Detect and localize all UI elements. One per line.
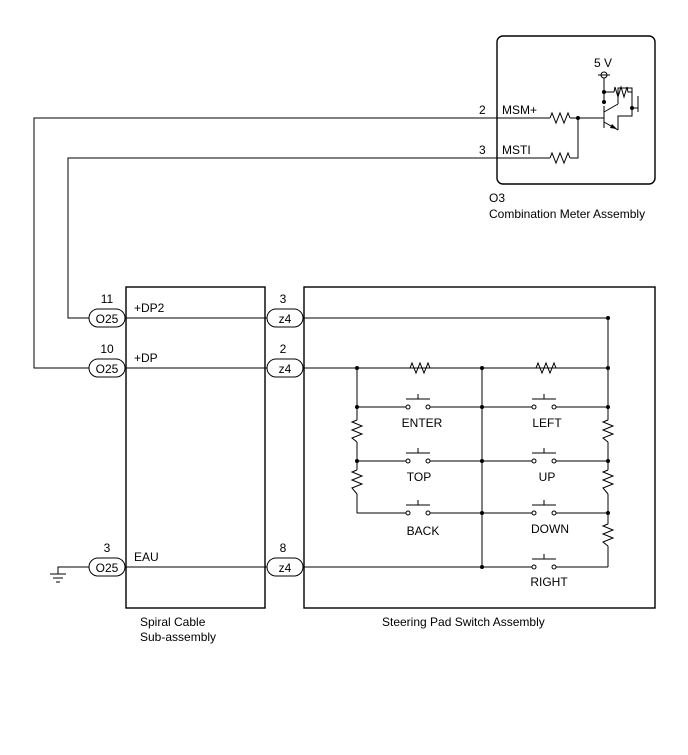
wire-msti-to-dp2 (67, 157, 497, 319)
switch-up (531, 448, 557, 464)
junction-dot (576, 116, 580, 120)
connector-z4-label: z4 (279, 312, 292, 326)
switch-enter (405, 394, 431, 410)
switch-top-label: TOP (407, 470, 431, 484)
ladder-resistor (350, 419, 364, 443)
wire-msm-to-dp (33, 117, 497, 369)
supply-5v-symbol (598, 71, 632, 104)
switch-back-label: BACK (407, 524, 440, 538)
harness-wires (33, 117, 609, 583)
pad-pin-3-number: 3 (280, 292, 287, 306)
steering-pad-box (303, 286, 656, 609)
connector-o25-pin10 (88, 358, 126, 378)
meter-pin-2-number: 2 (479, 103, 486, 117)
transistor-symbol (603, 87, 639, 131)
switch-right-label: RIGHT (530, 575, 568, 589)
ground-icon (50, 573, 66, 583)
switch-enter-label: ENTER (402, 416, 443, 430)
steering-pad-name: Steering Pad Switch Assembly (382, 615, 545, 629)
ladder-resistor (350, 469, 364, 495)
meter-connector-code: O3 (489, 191, 505, 205)
switch-down (531, 500, 557, 516)
ladder-resistor (601, 419, 615, 443)
switch-down-label: DOWN (531, 522, 569, 536)
ladder-resistor (409, 361, 431, 375)
spiral-cable-sub-assembly: O25 O25 O25 11 +DP2 10 +DP 3 EAU Spiral … (88, 286, 266, 644)
switch-up-label: UP (539, 470, 556, 484)
combination-meter-assembly: 5 V 2 MSM+ 3 MSTI O3 Combination Meter A… (479, 35, 656, 221)
connector-z4-pin2 (266, 358, 304, 378)
meter-pin-3-number: 3 (479, 143, 486, 157)
connector-z4-label: z4 (279, 362, 292, 376)
ladder-resistor (601, 469, 615, 495)
wire-eau-ground (57, 566, 90, 574)
connector-o25-label: O25 (96, 561, 119, 575)
wire-dp2-through (122, 317, 609, 368)
msti-resistor (549, 151, 571, 165)
meter-pin-2-signal: MSM+ (502, 103, 537, 117)
spiral-pin-10-signal: +DP (134, 351, 158, 365)
steering-pad-switch-assembly: z4 z4 z4 3 2 8 (266, 286, 656, 629)
msti-internal-wire (497, 118, 579, 159)
switch-top (405, 448, 431, 464)
msm-resistor (549, 111, 571, 125)
spiral-cable-name-line2: Sub-assembly (140, 630, 216, 644)
spiral-pin-3-signal: EAU (134, 550, 159, 564)
pad-pin-2-number: 2 (280, 342, 287, 356)
connector-z4-pin3 (266, 308, 304, 328)
connector-o25-pin11 (88, 308, 126, 328)
connector-o25-label: O25 (96, 312, 119, 326)
spiral-cable-box (125, 286, 266, 609)
spiral-pin-3-number: 3 (104, 541, 111, 555)
connector-o25-pin3 (88, 557, 126, 577)
switch-back (405, 500, 431, 516)
switch-left-label: LEFT (532, 416, 562, 430)
ladder-resistor (535, 361, 557, 375)
spiral-pin-11-signal: +DP2 (134, 301, 165, 315)
connector-o25-label: O25 (96, 362, 119, 376)
spiral-cable-name-line1: Spiral Cable (140, 615, 206, 629)
spiral-pin-10-number: 10 (100, 342, 114, 356)
meter-assembly-name: Combination Meter Assembly (489, 207, 645, 221)
combination-meter-box (496, 35, 656, 185)
switch-left (531, 394, 557, 410)
spiral-pin-11-number: 11 (101, 292, 114, 306)
switch-right (531, 554, 557, 570)
connector-z4-label: z4 (279, 561, 292, 575)
connector-z4-pin8 (266, 557, 304, 577)
switch-ladder-network (350, 316, 615, 569)
meter-pin-3-signal: MSTI (502, 143, 531, 157)
pullup-resistor (613, 85, 632, 99)
pad-pin-8-number: 8 (280, 541, 287, 555)
supply-voltage-label: 5 V (594, 56, 612, 70)
ladder-resistor (601, 523, 615, 547)
